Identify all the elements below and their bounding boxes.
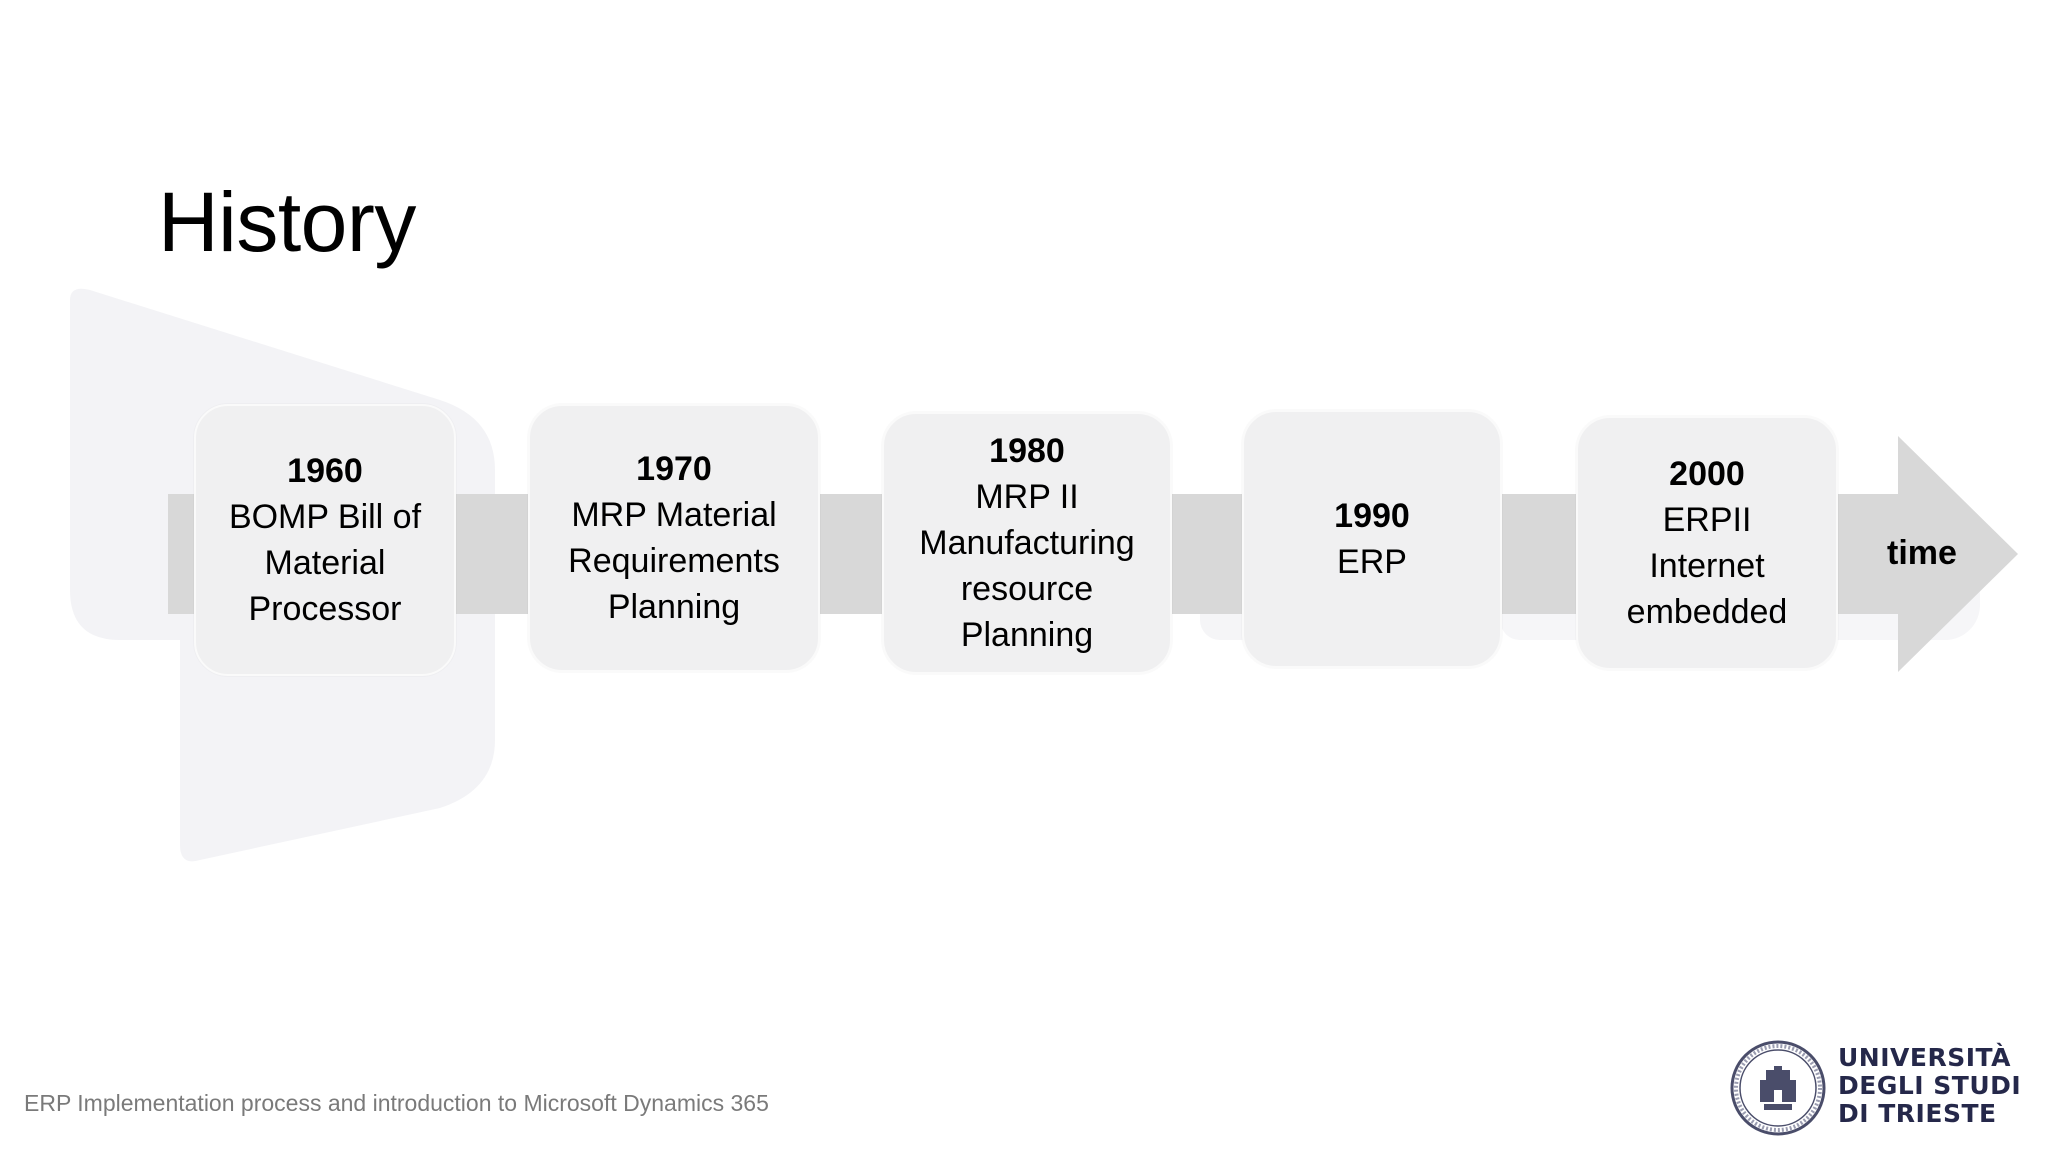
milestone-description: ERPII Internet embedded [1626, 501, 1788, 631]
milestone-1970: 1970 MRP Material Requirements Planning [528, 404, 820, 672]
milestone-description: MRP Material Requirements Planning [568, 496, 780, 626]
time-arrow-label: time [1887, 534, 1957, 572]
milestone-year: 1990 [1334, 497, 1410, 535]
milestone-2000: 2000 ERPII Internet embedded [1576, 416, 1838, 670]
milestone-1960: 1960 BOMP Bill of Material Processor [194, 404, 456, 676]
milestone-year: 1980 [989, 432, 1065, 470]
milestone-year: 2000 [1669, 455, 1745, 493]
university-logo: UNIVERSITÀ DEGLI STUDI DI TRIESTE [1730, 1040, 2030, 1140]
university-name: UNIVERSITÀ DEGLI STUDI DI TRIESTE [1838, 1043, 2022, 1128]
milestone-1990: 1990 ERP [1242, 410, 1502, 668]
milestone-description: MRP II Manufacturing resource Planning [919, 478, 1135, 654]
milestone-year: 1970 [636, 450, 712, 488]
milestone-1980: 1980 MRP II Manufacturing resource Plann… [882, 412, 1172, 674]
milestone-description: ERP [1337, 543, 1407, 581]
slide-title: History [158, 175, 416, 270]
milestone-description: BOMP Bill of Material Processor [228, 498, 422, 628]
university-seal-icon [1730, 1040, 1826, 1136]
milestone-year: 1960 [287, 452, 363, 490]
footer-text: ERP Implementation process and introduct… [24, 1090, 769, 1116]
